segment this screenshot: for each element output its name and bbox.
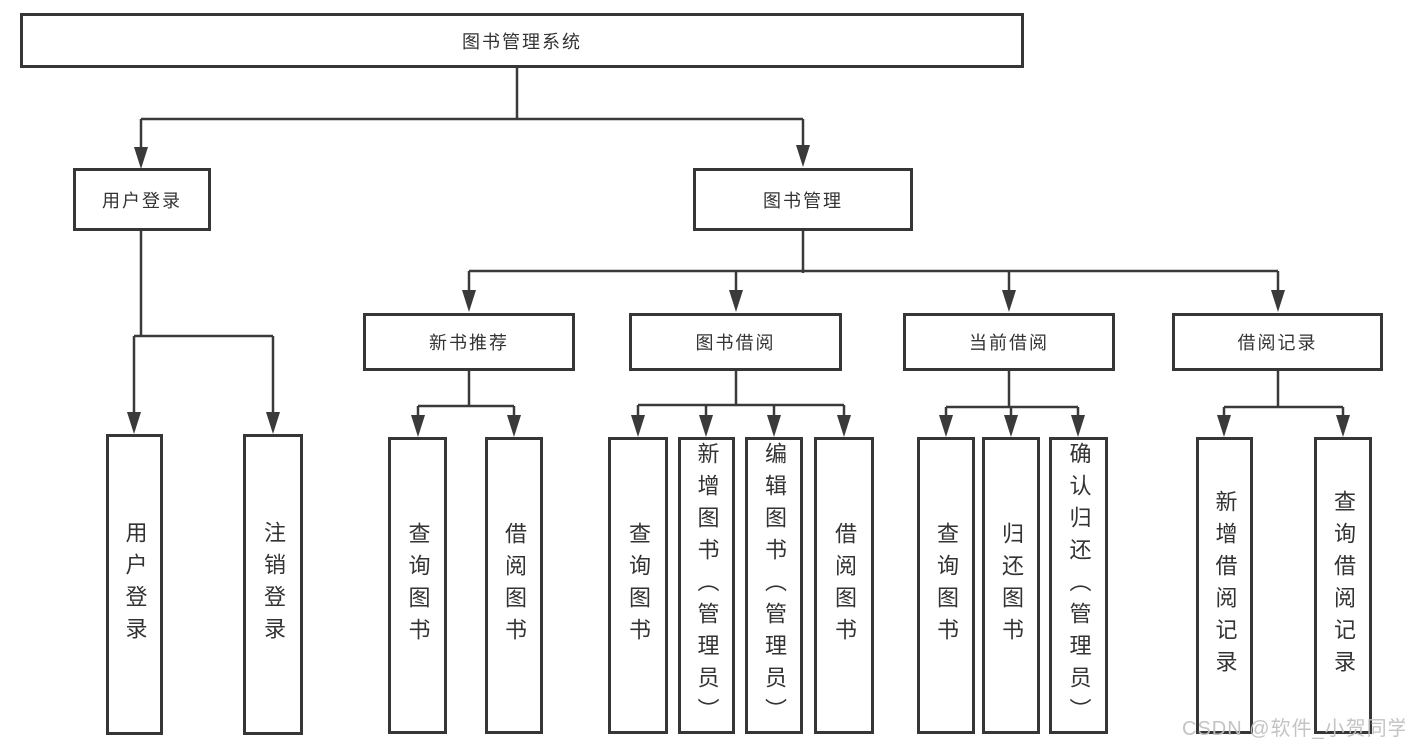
leaf-query-books: 查询图书 <box>917 437 975 734</box>
node-user-login: 用户登录 <box>73 168 211 231</box>
leaf-edit-books-admin: 编辑图书（管理员） <box>745 437 803 734</box>
node-book-borrow: 图书借阅 <box>629 313 842 371</box>
leaf-confirm-return-admin: 确认归还（管理员） <box>1049 437 1108 734</box>
leaf-borrow-books: 借阅图书 <box>814 437 874 734</box>
node-root: 图书管理系统 <box>20 13 1024 68</box>
leaf-query-borrow-record: 查询借阅记录 <box>1314 437 1372 734</box>
arrowheads <box>127 145 1350 437</box>
leaf-add-borrow-record: 新增借阅记录 <box>1196 437 1253 734</box>
csdn-watermark: CSDN @软件_小贺同学 <box>1182 718 1405 740</box>
node-borrow-records: 借阅记录 <box>1172 313 1383 371</box>
leaf-add-books-admin: 新增图书（管理员） <box>678 437 735 734</box>
leaf-query-books: 查询图书 <box>388 437 447 734</box>
leaf-logout: 注销登录 <box>243 434 303 735</box>
node-new-book-recommend: 新书推荐 <box>363 313 575 371</box>
node-current-borrow: 当前借阅 <box>903 313 1115 371</box>
leaf-query-books: 查询图书 <box>608 437 668 734</box>
leaf-borrow-books: 借阅图书 <box>485 437 543 734</box>
leaf-return-books: 归还图书 <box>982 437 1040 734</box>
leaf-user-login: 用户登录 <box>106 434 163 735</box>
node-book-management: 图书管理 <box>693 168 913 231</box>
